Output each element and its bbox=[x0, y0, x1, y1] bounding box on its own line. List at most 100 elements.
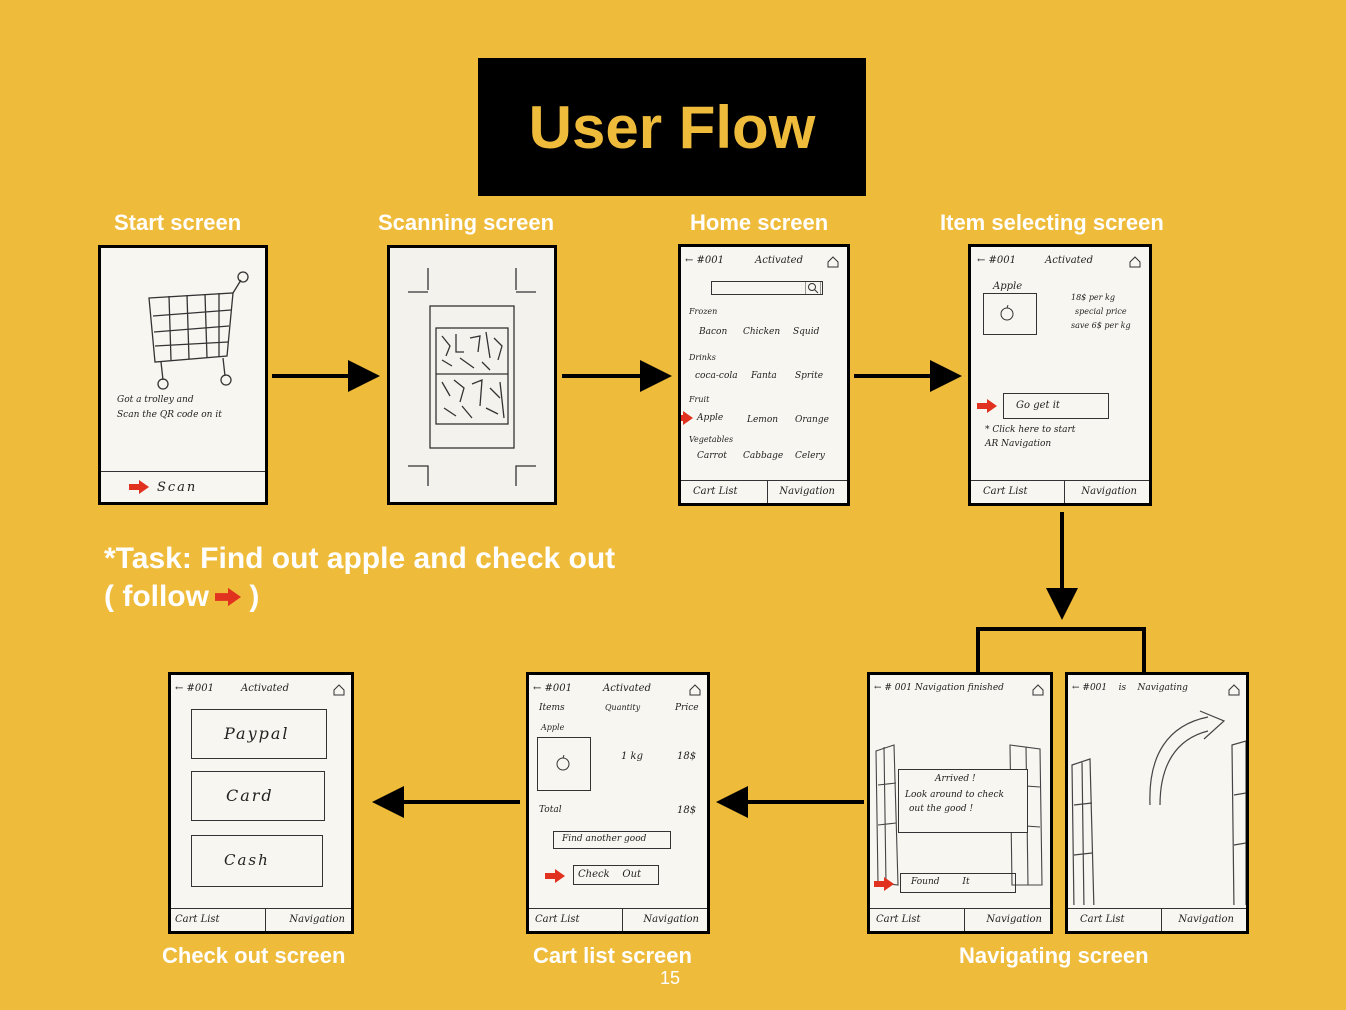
section-fruit: Fruit bbox=[689, 395, 710, 404]
cart-list-tab[interactable]: Cart List bbox=[175, 914, 220, 925]
price-line-1: 18$ per kg bbox=[1071, 293, 1116, 302]
checkout-header-left[interactable]: ← #001 bbox=[175, 683, 215, 694]
label-scanning-screen: Scanning screen bbox=[378, 210, 555, 235]
task-line-2-prefix: ( follow bbox=[104, 580, 209, 613]
task-line-2: ( follow ) bbox=[104, 578, 615, 616]
checkout-bottom-bar: Cart List Navigation bbox=[171, 908, 351, 931]
home-icon[interactable] bbox=[827, 256, 839, 268]
item-orange[interactable]: Orange bbox=[795, 415, 829, 425]
label-item-screen: Item selecting screen bbox=[940, 210, 1164, 235]
navigation-tab[interactable]: Navigation bbox=[779, 486, 835, 497]
task-line-2-suffix: ) bbox=[240, 580, 260, 613]
col-items: Items bbox=[539, 703, 565, 713]
item-squid[interactable]: Squid bbox=[793, 327, 820, 337]
item-cabbage[interactable]: Cabbage bbox=[743, 451, 784, 461]
label-navigating-screen: Navigating screen bbox=[959, 943, 1149, 968]
price-line-2: special price bbox=[1075, 307, 1127, 316]
find-another-good-button[interactable]: Find another good bbox=[553, 831, 671, 849]
cart-item-name: Apple bbox=[541, 723, 565, 732]
qr-code-sketch-icon bbox=[408, 268, 536, 486]
arrived-msg-1: Arrived ! bbox=[935, 774, 976, 784]
task-line-1: *Task: Find out apple and check out bbox=[104, 542, 616, 575]
nav-finished-bottom-bar: Cart List Navigation bbox=[870, 908, 1050, 931]
home-screen-mockup: ← #001 Activated Frozen Bacon Chicken Sq… bbox=[678, 244, 850, 506]
section-vegetables: Vegetables bbox=[689, 435, 734, 444]
red-arrow-icon bbox=[214, 587, 241, 607]
ar-hint-2: AR Navigation bbox=[985, 439, 1052, 449]
price-line-3: save 6$ per kg bbox=[1071, 321, 1131, 330]
cart-list-tab[interactable]: Cart List bbox=[693, 486, 738, 497]
scan-button[interactable]: Scan bbox=[157, 480, 198, 495]
cart-screen-mockup: ← #001 Activated Items Quantity Price Ap… bbox=[526, 672, 710, 934]
cart-bottom-bar: Cart List Navigation bbox=[529, 908, 707, 931]
navigating-bottom-bar: Cart List Navigation bbox=[1068, 908, 1246, 931]
cart-list-tab[interactable]: Cart List bbox=[535, 914, 580, 925]
title-box: User Flow bbox=[478, 58, 866, 196]
cash-label: Cash bbox=[224, 851, 270, 869]
home-bottom-bar: Cart List Navigation bbox=[681, 480, 847, 503]
arrived-msg-3: out the good ! bbox=[909, 804, 974, 814]
home-icon[interactable] bbox=[689, 684, 701, 696]
item-header-left[interactable]: ← #001 bbox=[977, 255, 1017, 266]
cart-list-tab[interactable]: Cart List bbox=[983, 486, 1028, 497]
cart-list-tab[interactable]: Cart List bbox=[1080, 914, 1125, 925]
item-coca-cola[interactable]: coca-cola bbox=[695, 371, 738, 381]
cash-option[interactable]: Cash bbox=[191, 835, 323, 887]
checkout-screen-mockup: ← #001 Activated Paypal Card Cash Cart L… bbox=[168, 672, 354, 934]
navigation-tab[interactable]: Navigation bbox=[1081, 486, 1137, 497]
home-header-left[interactable]: ← #001 bbox=[685, 255, 725, 266]
apple-icon bbox=[1000, 305, 1014, 321]
item-bacon[interactable]: Bacon bbox=[699, 327, 728, 337]
navigation-tab[interactable]: Navigation bbox=[1178, 914, 1234, 925]
item-screen-mockup: ← #001 Activated Apple 18$ per kg specia… bbox=[968, 244, 1152, 506]
item-apple[interactable]: Apple bbox=[697, 413, 724, 423]
paypal-option[interactable]: Paypal bbox=[191, 709, 327, 759]
ar-hint-1: * Click here to start bbox=[985, 425, 1076, 435]
arrived-dialog: Arrived ! Look around to check out the g… bbox=[898, 769, 1028, 833]
go-get-it-label: Go get it bbox=[1016, 400, 1060, 411]
checkout-header-center: Activated bbox=[241, 683, 289, 694]
red-arrow-icon bbox=[129, 480, 149, 494]
bracket-nav bbox=[976, 627, 1146, 672]
home-icon[interactable] bbox=[1129, 256, 1141, 268]
label-home-screen: Home screen bbox=[690, 210, 829, 235]
item-lemon[interactable]: Lemon bbox=[747, 415, 779, 425]
section-frozen: Frozen bbox=[689, 307, 718, 316]
red-arrow-icon bbox=[874, 877, 894, 891]
search-icon[interactable] bbox=[805, 281, 821, 295]
red-arrow-icon bbox=[977, 399, 997, 413]
item-fanta[interactable]: Fanta bbox=[751, 371, 777, 381]
cart-header-left[interactable]: ← #001 bbox=[533, 683, 573, 694]
red-arrow-icon bbox=[681, 411, 693, 425]
label-start-screen: Start screen bbox=[114, 210, 242, 235]
navigation-tab[interactable]: Navigation bbox=[289, 914, 345, 925]
arrived-msg-2: Look around to check bbox=[905, 790, 1004, 800]
total-value: 18$ bbox=[677, 805, 697, 816]
item-celery[interactable]: Celery bbox=[795, 451, 825, 461]
col-price: Price bbox=[675, 703, 699, 713]
navigating-header: ← #001 is Navigating bbox=[1072, 683, 1188, 693]
item-name: Apple bbox=[993, 281, 1023, 292]
cart-item-price: 18$ bbox=[677, 751, 697, 762]
cart-item-image bbox=[537, 737, 591, 791]
item-chicken[interactable]: Chicken bbox=[743, 327, 781, 337]
start-caption-1: Got a trolley and bbox=[117, 395, 194, 405]
home-icon[interactable] bbox=[1228, 684, 1240, 696]
home-header-center: Activated bbox=[755, 255, 803, 266]
card-option[interactable]: Card bbox=[191, 771, 325, 821]
home-icon[interactable] bbox=[1032, 684, 1044, 696]
navigating-screen-mockup: ← #001 is Navigating Cart List Navigatio… bbox=[1065, 672, 1249, 934]
navigation-tab[interactable]: Navigation bbox=[986, 914, 1042, 925]
cart-list-tab[interactable]: Cart List bbox=[876, 914, 921, 925]
item-sprite[interactable]: Sprite bbox=[795, 371, 824, 381]
item-header-center: Activated bbox=[1045, 255, 1093, 266]
item-carrot[interactable]: Carrot bbox=[697, 451, 727, 461]
search-input[interactable] bbox=[711, 281, 823, 295]
found-it-button[interactable]: Found It bbox=[900, 873, 1016, 893]
go-get-it-button[interactable]: Go get it bbox=[1003, 393, 1109, 419]
apple-icon bbox=[556, 755, 570, 771]
home-icon[interactable] bbox=[333, 684, 345, 696]
check-out-button[interactable]: Check Out bbox=[573, 865, 659, 885]
navigation-tab[interactable]: Navigation bbox=[643, 914, 699, 925]
